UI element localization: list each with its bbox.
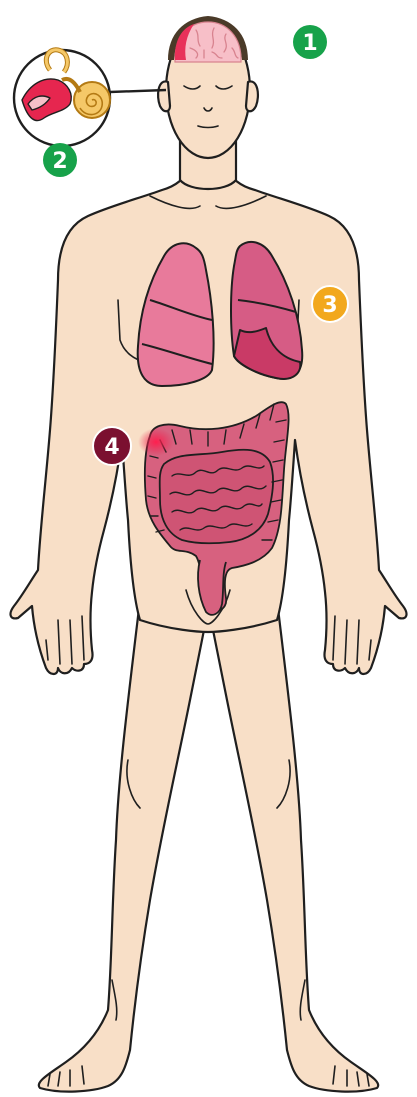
marker-1: 1 bbox=[293, 25, 327, 59]
marker-4-label: 4 bbox=[104, 435, 119, 460]
marker-2: 2 bbox=[43, 143, 77, 177]
small-intestine bbox=[160, 450, 273, 544]
inner-ear-inset bbox=[14, 50, 166, 146]
marker-2-label: 2 bbox=[52, 149, 67, 174]
right-ear bbox=[246, 81, 258, 111]
marker-1-label: 1 bbox=[302, 31, 317, 56]
left-ear bbox=[158, 81, 170, 111]
marker-3-label: 3 bbox=[322, 293, 337, 318]
intestine-highlight bbox=[138, 428, 174, 456]
marker-3: 3 bbox=[312, 286, 348, 322]
marker-4: 4 bbox=[93, 427, 131, 465]
